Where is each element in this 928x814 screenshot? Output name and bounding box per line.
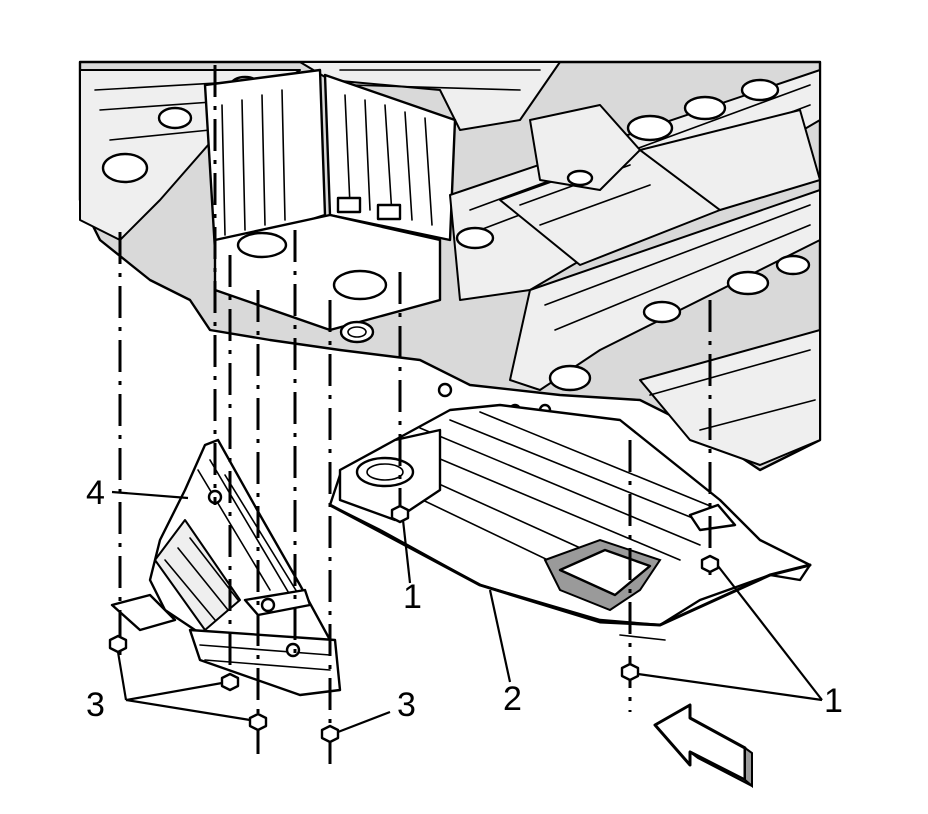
leader-lines: [111, 490, 823, 734]
callout-2: 2: [503, 680, 522, 718]
callout-1-right: 1: [824, 682, 843, 720]
left-shield-part-4: [110, 438, 342, 697]
nut-left-2: [220, 672, 240, 692]
callout-4: 4: [86, 474, 105, 512]
bolt-right-1a: [620, 662, 640, 682]
nut-left-1: [108, 634, 128, 654]
fasteners: [108, 504, 720, 744]
vehicle-underbody: [78, 60, 822, 472]
nut-left-3: [248, 712, 268, 732]
bolt-right-1b: [700, 554, 720, 574]
nut-right-3: [320, 724, 340, 744]
callout-3-left: 3: [86, 686, 105, 724]
callout-1-center: 1: [403, 578, 422, 616]
callout-labels: 4 3 3 1 2 1: [86, 474, 843, 724]
fastener-center-lines: [118, 65, 712, 770]
callout-3-right: 3: [397, 686, 416, 724]
bolt-center-1: [390, 504, 410, 524]
direction-arrow-icon: [653, 703, 753, 789]
